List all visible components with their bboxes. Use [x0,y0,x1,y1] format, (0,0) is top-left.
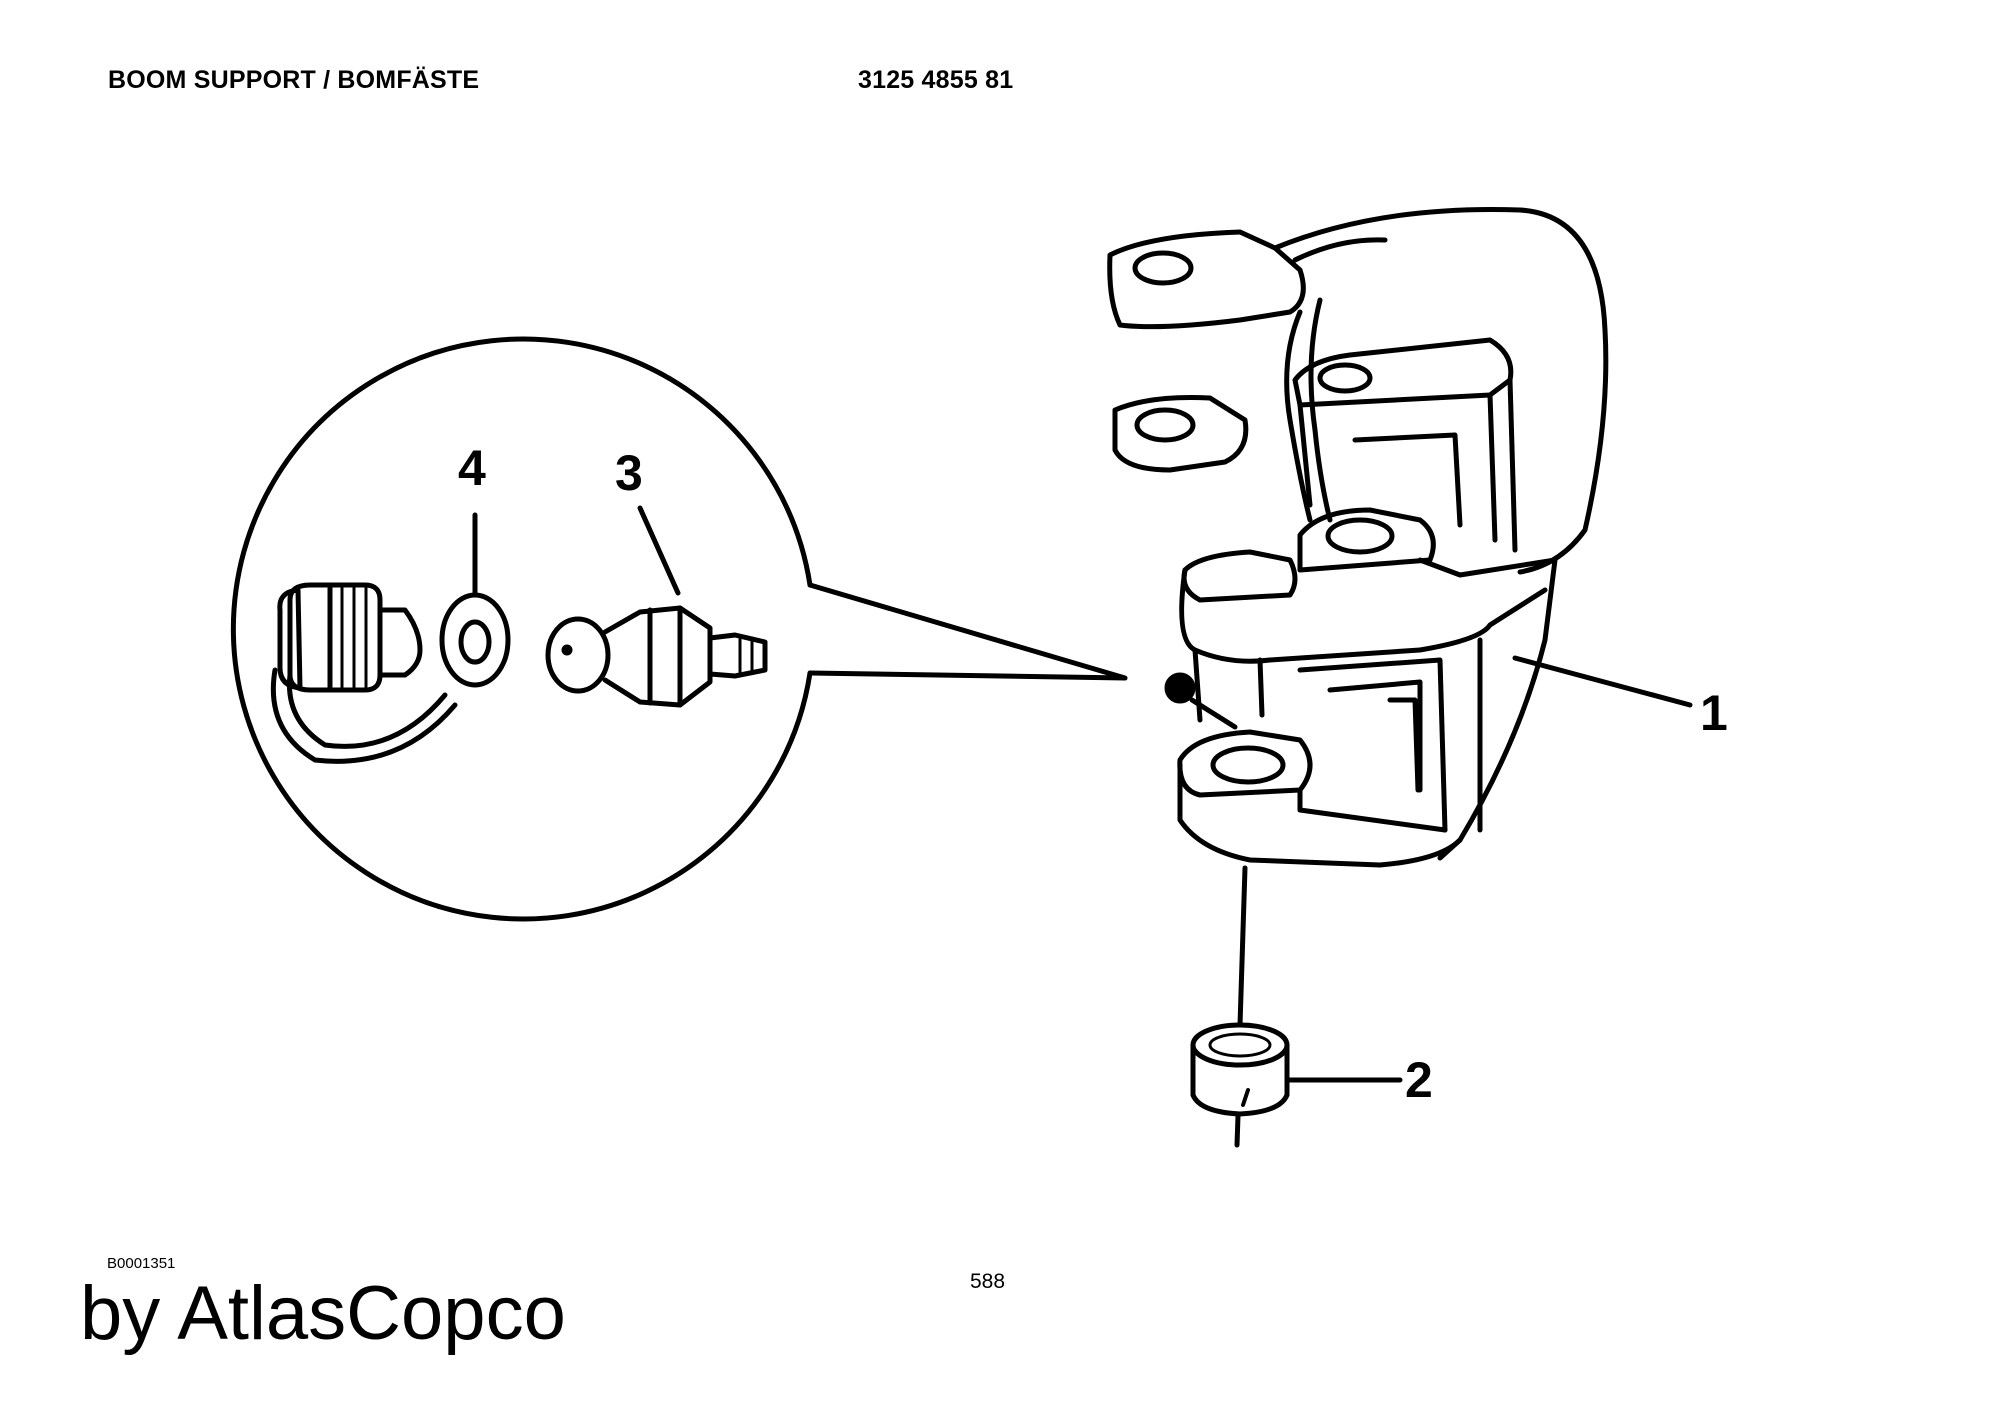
part-2-bushing [1190,1022,1290,1117]
part-number: 3125 4855 81 [858,66,1014,94]
callout-label-2: 2 [1405,1052,1433,1108]
detail-callout-circle [230,336,1128,922]
callout-label-3: 3 [615,445,643,501]
callout-label-4: 4 [458,440,486,496]
lubrication-point-dot [1164,672,1196,704]
brand-watermark: by AtlasCopco [80,1271,566,1356]
part-3-grease-nipple [545,605,768,708]
leader-line-3 [637,505,681,596]
leader-line-1 [1512,655,1693,708]
page-number: 588 [970,1270,1006,1293]
part-1-boom-support-bracket [1107,207,1609,868]
part-4-cap [270,582,511,764]
image-code: B0001351 [107,1255,176,1272]
page-title: BOOM SUPPORT / BOMFÄSTE [108,66,480,94]
callout-label-1: 1 [1700,685,1728,741]
